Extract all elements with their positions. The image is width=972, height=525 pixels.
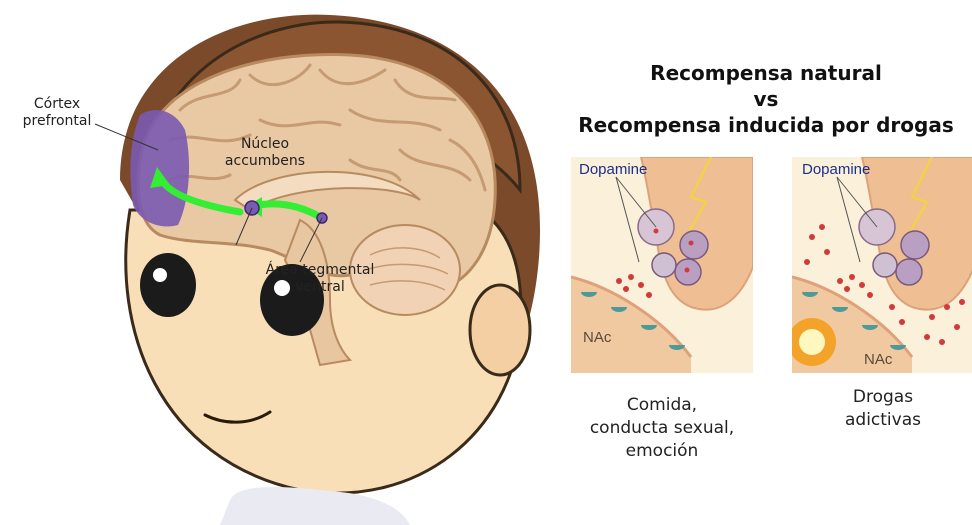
natural-reward-caption: Comida, conducta sexual, emoción <box>571 394 753 463</box>
drug-reward-caption: Drogas adictivas <box>792 386 972 432</box>
prefrontal-cortex-label: Córtex prefrontal <box>12 96 102 130</box>
natural-reward-panel: Dopamine NAc <box>571 157 753 373</box>
vta-label: Área tegmental ventral <box>250 262 390 296</box>
comparison-title: Recompensa natural vs Recompensa inducid… <box>560 60 972 138</box>
nac-label-drug: NAc <box>864 351 892 368</box>
nucleus-accumbens-label: Núcleo accumbens <box>220 136 310 170</box>
drug-reward-panel: Dopamine NAc <box>792 157 972 373</box>
synapse-drug <box>792 157 972 373</box>
dopamine-label-natural: Dopamine <box>579 161 647 178</box>
dopamine-label-drug: Dopamine <box>802 161 870 178</box>
nac-label-natural: NAc <box>583 329 611 346</box>
